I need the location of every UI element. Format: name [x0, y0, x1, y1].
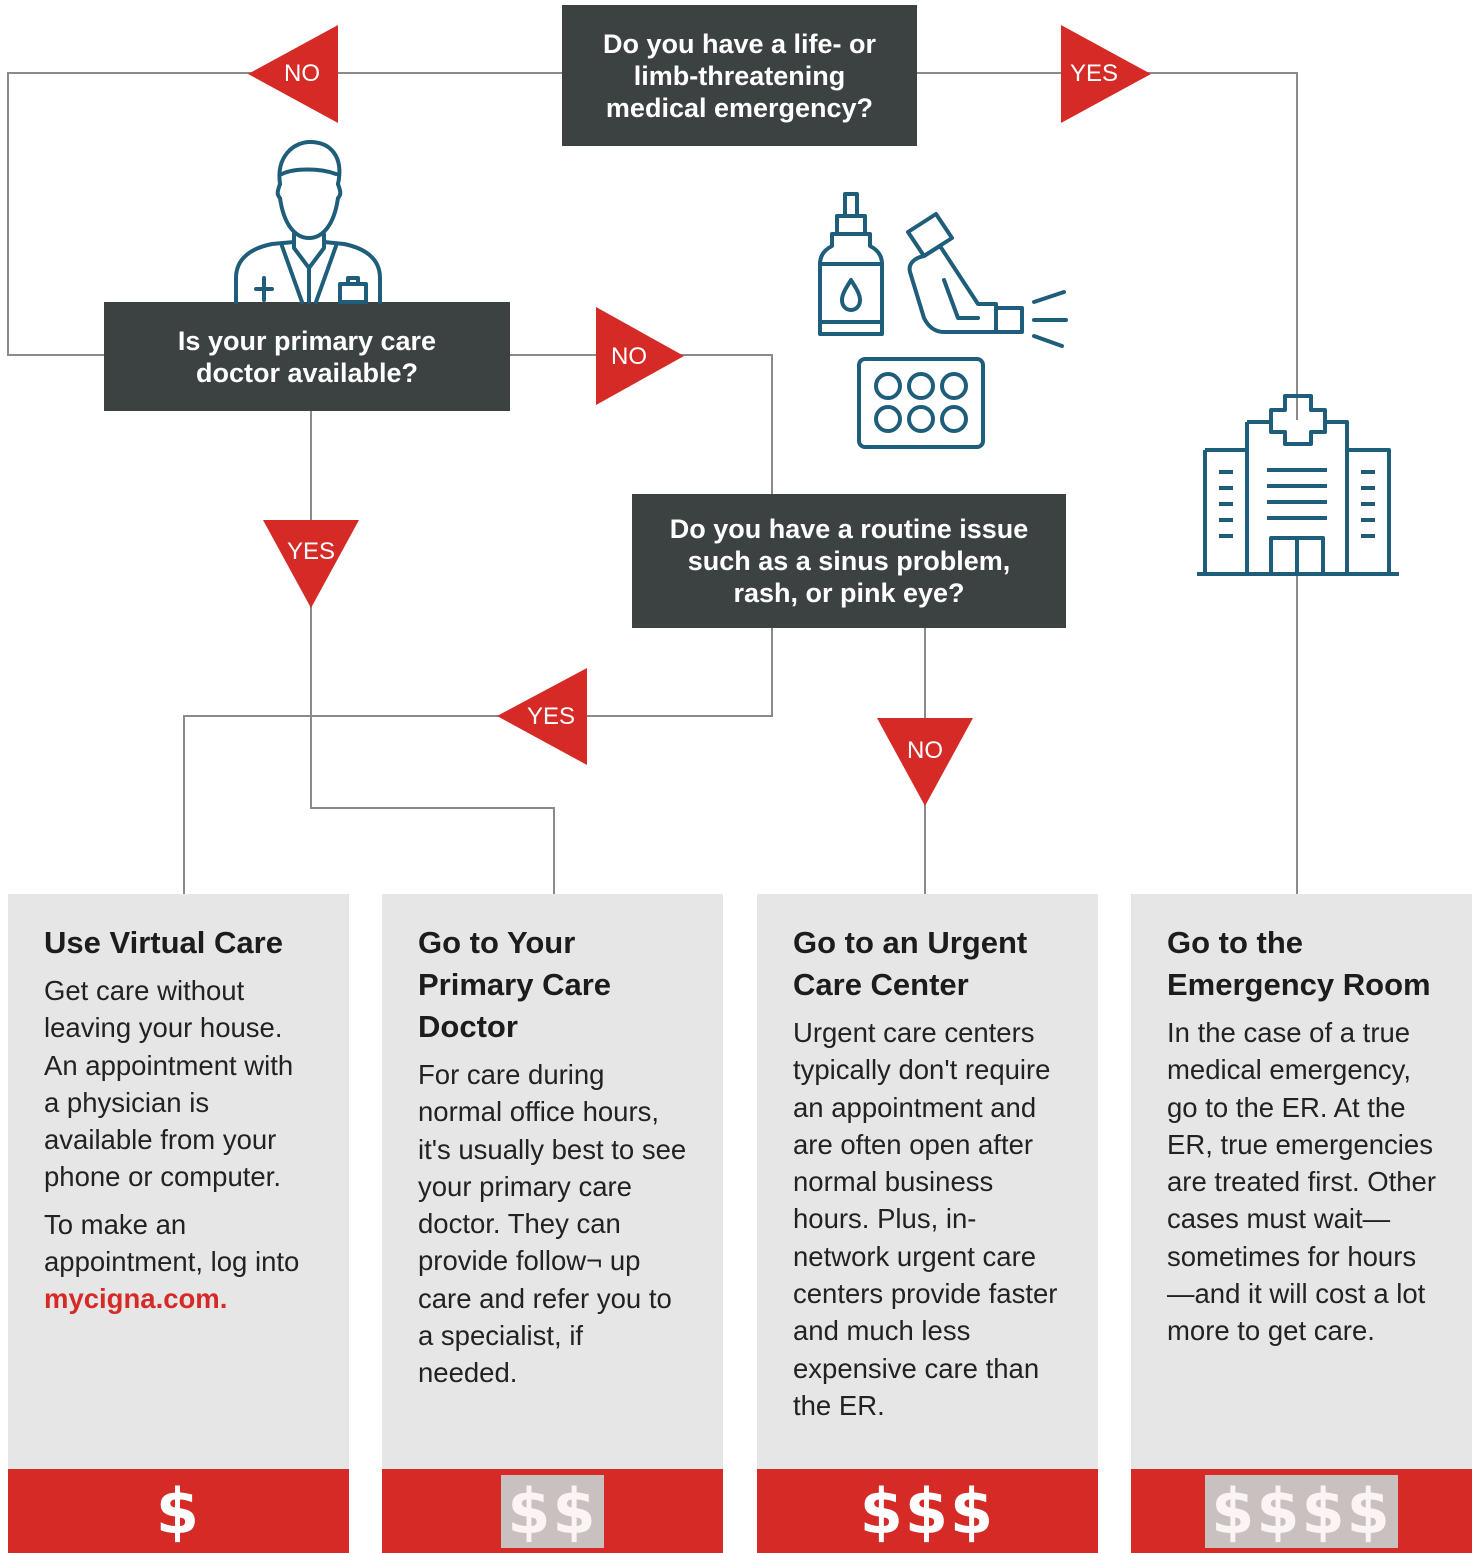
mycigna-link[interactable]: mycigna.com. [44, 1283, 228, 1315]
cost-bar: $$$ [757, 1469, 1098, 1553]
q3-no-label: NO [907, 737, 943, 764]
cost-bar: $ [8, 1469, 349, 1553]
q2-no-label: NO [611, 343, 647, 370]
question-line: doctor available? [195, 357, 419, 388]
routine-issue-question-box: Do you have a routine issue such as a si… [632, 494, 1066, 628]
card-title: Go to the Emergency Room [1167, 925, 1431, 1002]
card-title: Go to an Urgent Care Center [793, 925, 1028, 1002]
card-title: Use Virtual Care [44, 925, 283, 960]
arrow-right-icon [596, 307, 684, 405]
emergency-question-box: Do you have a life- or limb-threatening … [562, 5, 917, 146]
arrow-down-icon [263, 520, 359, 608]
question-line: rash, or pink eye? [733, 578, 965, 608]
card-body-text: To make an appointment, log into [44, 1208, 300, 1278]
urgent-care-card: Go to an Urgent Care Center Urgent care … [757, 894, 1098, 1469]
virtual-care-card: Use Virtual Care Get care without leavin… [8, 894, 349, 1469]
question-line: Is your primary care [177, 325, 437, 356]
cost-indicator: $ [155, 1474, 202, 1548]
medicine-bottle-icon [818, 192, 884, 336]
cost-bar: $$$$ [1131, 1469, 1472, 1553]
doctor-icon [234, 140, 382, 304]
inhaler-icon [906, 212, 1068, 348]
question-line: Do you have a life- or [602, 28, 877, 59]
cost-bar: $$ [382, 1469, 723, 1553]
q2-yes-label: YES [286, 538, 336, 565]
card-body: In the case of a true medical emergency,… [1167, 1017, 1436, 1347]
pill-pack-icon [857, 357, 985, 449]
arrow-right-icon [1061, 25, 1151, 123]
cost-indicator: $$$$ [1205, 1474, 1398, 1548]
card-body: Get care without leaving your house. An … [44, 975, 294, 1193]
question-line: such as a sinus problem, [687, 546, 1011, 576]
card-body: Urgent care centers typically don't requ… [793, 1017, 1058, 1421]
hospital-icon [1197, 394, 1399, 576]
question-line: medical emergency? [605, 92, 874, 123]
question-line: limb-threatening [633, 60, 846, 91]
card-body: To make an appointment, log into mycigna… [44, 1206, 313, 1318]
q1-no-label: NO [284, 60, 320, 87]
primary-care-question-box: Is your primary care doctor available? [104, 302, 510, 411]
arrow-left-icon [248, 25, 338, 123]
arrow-down-icon [877, 718, 973, 806]
cost-indicator: $$ [501, 1474, 604, 1548]
q3-yes-label: YES [526, 703, 576, 730]
emergency-room-card: Go to the Emergency Room In the case of … [1131, 894, 1472, 1469]
card-body: For care during normal office hours, it'… [418, 1059, 687, 1389]
arrow-left-icon [497, 668, 587, 765]
primary-care-card: Go to Your Primary Care Doctor For care … [382, 894, 723, 1469]
cost-indicator: $$$ [859, 1474, 996, 1548]
question-line: Do you have a routine issue [669, 514, 1029, 544]
card-title: Go to Your Primary Care Doctor [418, 925, 612, 1044]
q1-yes-label: YES [1069, 60, 1119, 87]
